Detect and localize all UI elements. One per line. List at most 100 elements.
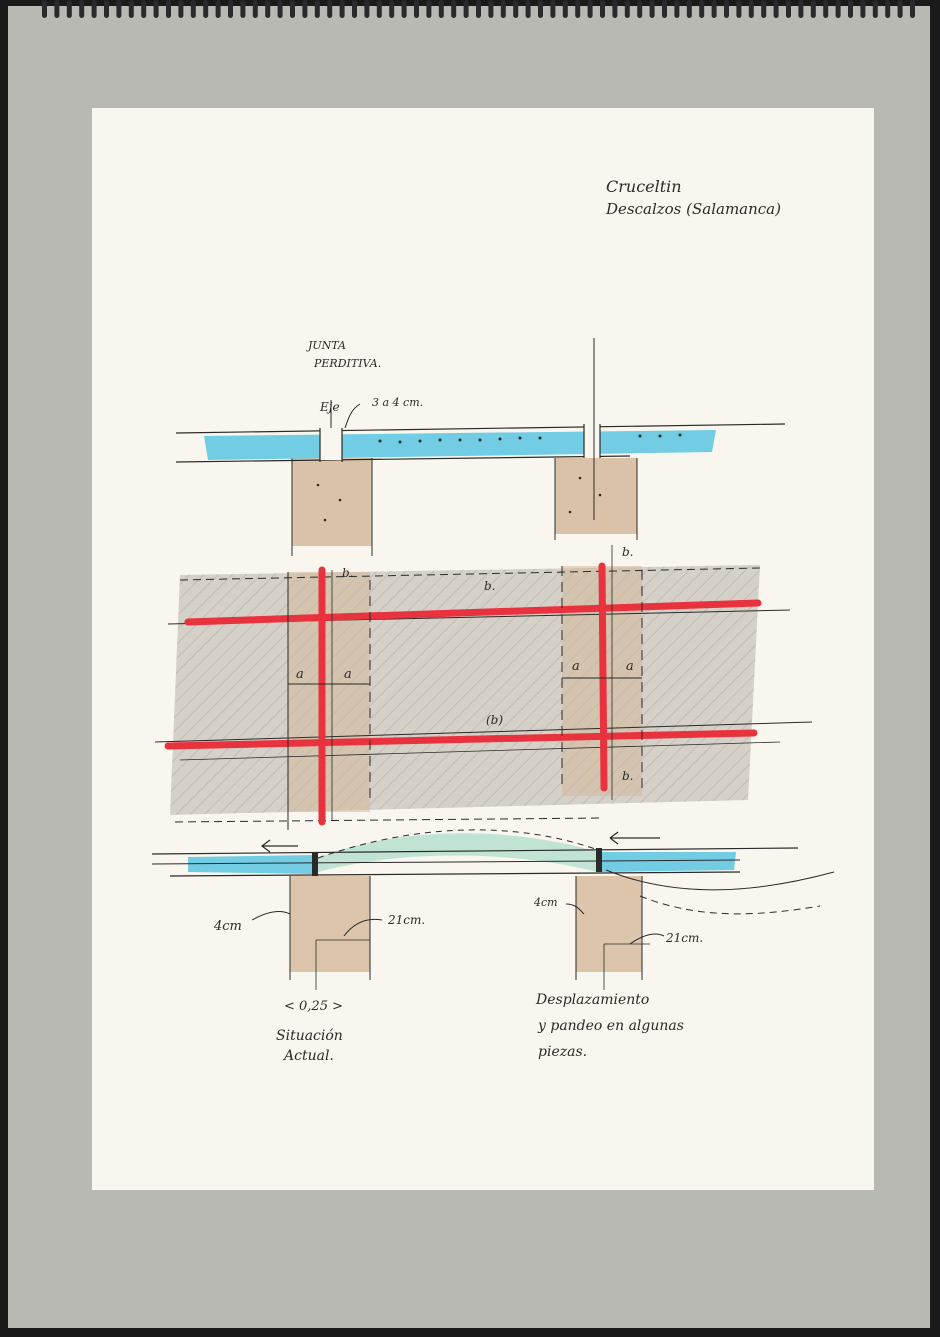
spiral-ring <box>302 0 308 18</box>
spiral-ring <box>761 0 767 18</box>
spiral-ring <box>438 0 444 18</box>
spiral-ring <box>488 0 494 18</box>
spiral-ring <box>178 0 184 18</box>
dim-21cm-left: 21cm. <box>387 913 425 927</box>
dim-21cm-right: 21cm. <box>665 931 703 945</box>
spiral-ring <box>674 0 680 18</box>
spiral-ring <box>290 0 295 18</box>
spiral-ring <box>686 0 692 18</box>
caption-left-1: Situación <box>276 1028 343 1044</box>
spiral-ring <box>104 0 109 18</box>
spiral-ring <box>513 0 519 18</box>
spiral-ring <box>277 0 283 18</box>
spiral-ring <box>327 0 333 18</box>
brick-column-bottom-right <box>576 876 642 972</box>
red-joint-horizontal-top <box>184 599 762 626</box>
b-label-mid: (b) <box>486 713 503 727</box>
blue-slab-right <box>602 852 736 872</box>
spiral-ring <box>463 0 469 18</box>
spiral-ring <box>835 0 841 18</box>
spiral-ring <box>265 0 271 18</box>
spiral-ring <box>773 0 779 18</box>
spiral-ring <box>711 0 717 18</box>
spiral-ring <box>42 0 47 18</box>
spiral-ring <box>79 0 85 18</box>
dim-4cm-right: 4cm <box>533 896 558 909</box>
spiral-ring <box>203 0 209 18</box>
caption-left-2: Actual. <box>282 1048 334 1064</box>
spiral-ring <box>699 0 705 18</box>
spiral-ring <box>575 0 581 18</box>
a-label-right-1: a <box>572 659 580 674</box>
spiral-ring <box>339 0 345 18</box>
b-label-top-mid: b. <box>484 579 496 593</box>
spiral-ring <box>500 0 506 18</box>
eje-label: Eje <box>319 400 340 414</box>
title-line-2: Descalzos (Salamanca) <box>605 200 781 218</box>
spiral-ring <box>54 0 60 18</box>
spiral-ring <box>166 0 171 18</box>
title-line-1: Cruceltin <box>606 177 682 196</box>
spiral-ring <box>885 0 891 18</box>
spiral-ring <box>389 0 395 18</box>
spiral-ring <box>637 0 643 18</box>
a-label-left-2: a <box>344 667 352 682</box>
spiral-ring <box>649 0 655 18</box>
spiral-ring <box>550 0 556 18</box>
spiral-ring <box>897 0 903 18</box>
spiral-ring <box>141 0 147 18</box>
spiral-ring <box>600 0 605 18</box>
bottom-section-diagram: 4cm 21cm. 4cm 21cm. < 0,25 > <box>151 829 835 1014</box>
top-section-diagram: JUNTA PERDITIVA. Eje 3 a 4 cm. <box>175 338 786 556</box>
spiral-ring <box>525 0 531 18</box>
spiral-ring <box>228 0 233 18</box>
spiral-ring <box>798 0 804 18</box>
spiral-ring <box>624 0 630 18</box>
spiral-ring <box>538 0 543 18</box>
a-label-left-1: a <box>296 667 304 682</box>
spiral-binding <box>42 0 915 18</box>
spiral-ring <box>91 0 97 18</box>
spiral-ring <box>786 0 791 18</box>
spiral-ring <box>736 0 742 18</box>
spiral-ring <box>364 0 370 18</box>
spiral-ring <box>562 0 568 18</box>
spiral-ring <box>401 0 407 18</box>
b-label-bottom-right: b. <box>622 769 634 783</box>
spiral-ring <box>314 0 320 18</box>
spiral-ring <box>414 0 419 18</box>
spiral-ring <box>240 0 246 18</box>
caption-right-2: y pandeo en algunas <box>537 1018 684 1034</box>
dim-4cm-left: 4cm <box>213 919 242 934</box>
spiral-ring <box>823 0 829 18</box>
brick-column-right <box>555 458 637 534</box>
spiral-ring <box>748 0 754 18</box>
spiral-ring <box>910 0 915 18</box>
spiral-ring <box>872 0 878 18</box>
brick-column-left <box>292 458 372 546</box>
spiral-ring <box>860 0 866 18</box>
spiral-ring <box>215 0 221 18</box>
spiral-ring <box>352 0 357 18</box>
spiral-ring <box>810 0 816 18</box>
spiral-ring <box>476 0 481 18</box>
plan-grid-diagram: b. b. b. (b) b. a a a a <box>154 545 813 830</box>
spiral-ring <box>662 0 667 18</box>
caption-right-3: piezas. <box>538 1044 587 1060</box>
spiral-ring <box>128 0 134 18</box>
junta-label-2: PERDITIVA. <box>313 357 381 370</box>
gap-label: 3 a 4 cm. <box>372 396 423 409</box>
caption-right-1: Desplazamiento <box>535 992 649 1008</box>
red-joint-vertical-right <box>598 562 608 792</box>
spiral-ring <box>451 0 457 18</box>
spiral-ring <box>848 0 853 18</box>
spiral-ring <box>66 0 72 18</box>
b-label-top-left: b. <box>342 566 354 580</box>
spiral-ring <box>252 0 258 18</box>
spiral-ring <box>426 0 432 18</box>
spiral-ring <box>190 0 196 18</box>
blue-slab-left <box>188 855 315 874</box>
spiral-ring <box>376 0 382 18</box>
spiral-ring <box>612 0 618 18</box>
